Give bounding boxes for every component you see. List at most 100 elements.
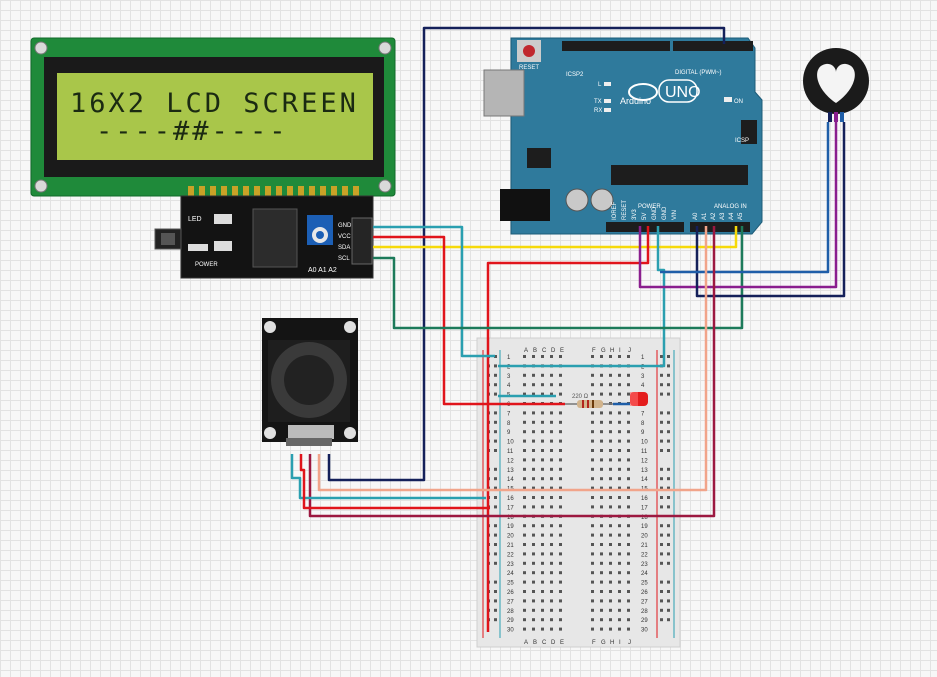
- breadboard-rail-hole[interactable]: [667, 496, 670, 499]
- breadboard-hole[interactable]: [559, 552, 562, 556]
- breadboard-hole[interactable]: [523, 533, 526, 537]
- breadboard-hole[interactable]: [609, 439, 612, 443]
- breadboard-hole[interactable]: [541, 439, 544, 443]
- breadboard-hole[interactable]: [609, 618, 612, 622]
- breadboard-hole[interactable]: [559, 543, 562, 546]
- breadboard-hole[interactable]: [618, 458, 621, 462]
- breadboard-hole[interactable]: [627, 590, 630, 593]
- breadboard-hole[interactable]: [618, 392, 621, 396]
- breadboard-hole[interactable]: [591, 467, 594, 471]
- breadboard-rail-hole[interactable]: [494, 524, 497, 528]
- breadboard-hole[interactable]: [591, 486, 594, 490]
- breadboard-hole[interactable]: [559, 590, 562, 593]
- breadboard-rail-hole[interactable]: [660, 373, 663, 377]
- breadboard-rail-hole[interactable]: [660, 486, 663, 490]
- breadboard-rail-hole[interactable]: [660, 439, 663, 443]
- breadboard-hole[interactable]: [591, 449, 594, 452]
- breadboard-hole[interactable]: [591, 496, 594, 499]
- breadboard-hole[interactable]: [523, 486, 526, 490]
- breadboard-hole[interactable]: [541, 420, 544, 424]
- breadboard-rail-hole[interactable]: [667, 533, 670, 537]
- breadboard-hole[interactable]: [532, 524, 535, 528]
- breadboard-hole[interactable]: [523, 373, 526, 377]
- breadboard-hole[interactable]: [559, 618, 562, 622]
- breadboard-hole[interactable]: [609, 373, 612, 377]
- breadboard-hole[interactable]: [550, 411, 553, 415]
- breadboard-hole[interactable]: [541, 458, 544, 462]
- breadboard-hole[interactable]: [523, 496, 526, 499]
- breadboard-hole[interactable]: [532, 355, 535, 358]
- breadboard-hole[interactable]: [550, 543, 553, 546]
- breadboard-rail-hole[interactable]: [660, 430, 663, 434]
- breadboard-hole[interactable]: [591, 533, 594, 537]
- breadboard-hole[interactable]: [618, 373, 621, 377]
- breadboard-hole[interactable]: [550, 496, 553, 499]
- breadboard-rail-hole[interactable]: [660, 561, 663, 565]
- breadboard-hole[interactable]: [609, 477, 612, 481]
- breadboard-hole[interactable]: [550, 608, 553, 612]
- breadboard-hole[interactable]: [609, 458, 612, 462]
- breadboard-hole[interactable]: [541, 392, 544, 396]
- breadboard-hole[interactable]: [618, 618, 621, 622]
- breadboard-hole[interactable]: [600, 505, 603, 509]
- breadboard-hole[interactable]: [627, 392, 630, 396]
- breadboard-hole[interactable]: [627, 533, 630, 537]
- breadboard-hole[interactable]: [609, 524, 612, 528]
- breadboard-rail-hole[interactable]: [494, 392, 497, 396]
- breadboard-rail-hole[interactable]: [660, 467, 663, 471]
- breadboard-hole[interactable]: [523, 608, 526, 612]
- breadboard-hole[interactable]: [627, 496, 630, 499]
- breadboard-hole[interactable]: [532, 561, 535, 565]
- breadboard-hole[interactable]: [523, 524, 526, 528]
- breadboard-hole[interactable]: [559, 571, 562, 575]
- breadboard-hole[interactable]: [609, 608, 612, 612]
- breadboard-hole[interactable]: [541, 411, 544, 415]
- breadboard-rail-hole[interactable]: [494, 439, 497, 443]
- breadboard-hole[interactable]: [591, 627, 594, 631]
- breadboard-hole[interactable]: [618, 552, 621, 556]
- breadboard-hole[interactable]: [600, 496, 603, 499]
- breadboard-hole[interactable]: [541, 524, 544, 528]
- breadboard-rail-hole[interactable]: [494, 383, 497, 387]
- breadboard-hole[interactable]: [559, 458, 562, 462]
- breadboard-rail-hole[interactable]: [667, 505, 670, 509]
- breadboard-hole[interactable]: [532, 477, 535, 481]
- breadboard-hole[interactable]: [532, 383, 535, 387]
- breadboard-hole[interactable]: [600, 439, 603, 443]
- breadboard-hole[interactable]: [591, 599, 594, 603]
- breadboard-rail-hole[interactable]: [667, 580, 670, 584]
- breadboard-rail-hole[interactable]: [667, 552, 670, 556]
- breadboard-hole[interactable]: [550, 599, 553, 603]
- breadboard-hole[interactable]: [532, 608, 535, 612]
- breadboard-hole[interactable]: [618, 430, 621, 434]
- breadboard-hole[interactable]: [609, 383, 612, 387]
- breadboard-hole[interactable]: [523, 383, 526, 387]
- breadboard-hole[interactable]: [627, 449, 630, 452]
- breadboard-hole[interactable]: [532, 599, 535, 603]
- breadboard-hole[interactable]: [600, 627, 603, 631]
- breadboard-hole[interactable]: [532, 467, 535, 471]
- breadboard-hole[interactable]: [550, 458, 553, 462]
- breadboard-hole[interactable]: [541, 477, 544, 481]
- breadboard-hole[interactable]: [559, 524, 562, 528]
- breadboard-hole[interactable]: [600, 599, 603, 603]
- breadboard-hole[interactable]: [523, 411, 526, 415]
- breadboard-hole[interactable]: [532, 458, 535, 462]
- breadboard-hole[interactable]: [523, 590, 526, 593]
- breadboard-hole[interactable]: [591, 618, 594, 622]
- breadboard-hole[interactable]: [618, 355, 621, 358]
- breadboard-rail-hole[interactable]: [667, 486, 670, 490]
- breadboard-hole[interactable]: [609, 411, 612, 415]
- breadboard-hole[interactable]: [523, 420, 526, 424]
- breadboard-hole[interactable]: [618, 467, 621, 471]
- breadboard-hole[interactable]: [550, 590, 553, 593]
- breadboard-hole[interactable]: [559, 580, 562, 584]
- breadboard-rail-hole[interactable]: [660, 543, 663, 546]
- breadboard-rail-hole[interactable]: [494, 552, 497, 556]
- breadboard-hole[interactable]: [600, 458, 603, 462]
- breadboard-hole[interactable]: [627, 580, 630, 584]
- breadboard-rail-hole[interactable]: [494, 580, 497, 584]
- breadboard-rail-hole[interactable]: [494, 364, 497, 368]
- breadboard-hole[interactable]: [618, 439, 621, 443]
- breadboard-hole[interactable]: [550, 627, 553, 631]
